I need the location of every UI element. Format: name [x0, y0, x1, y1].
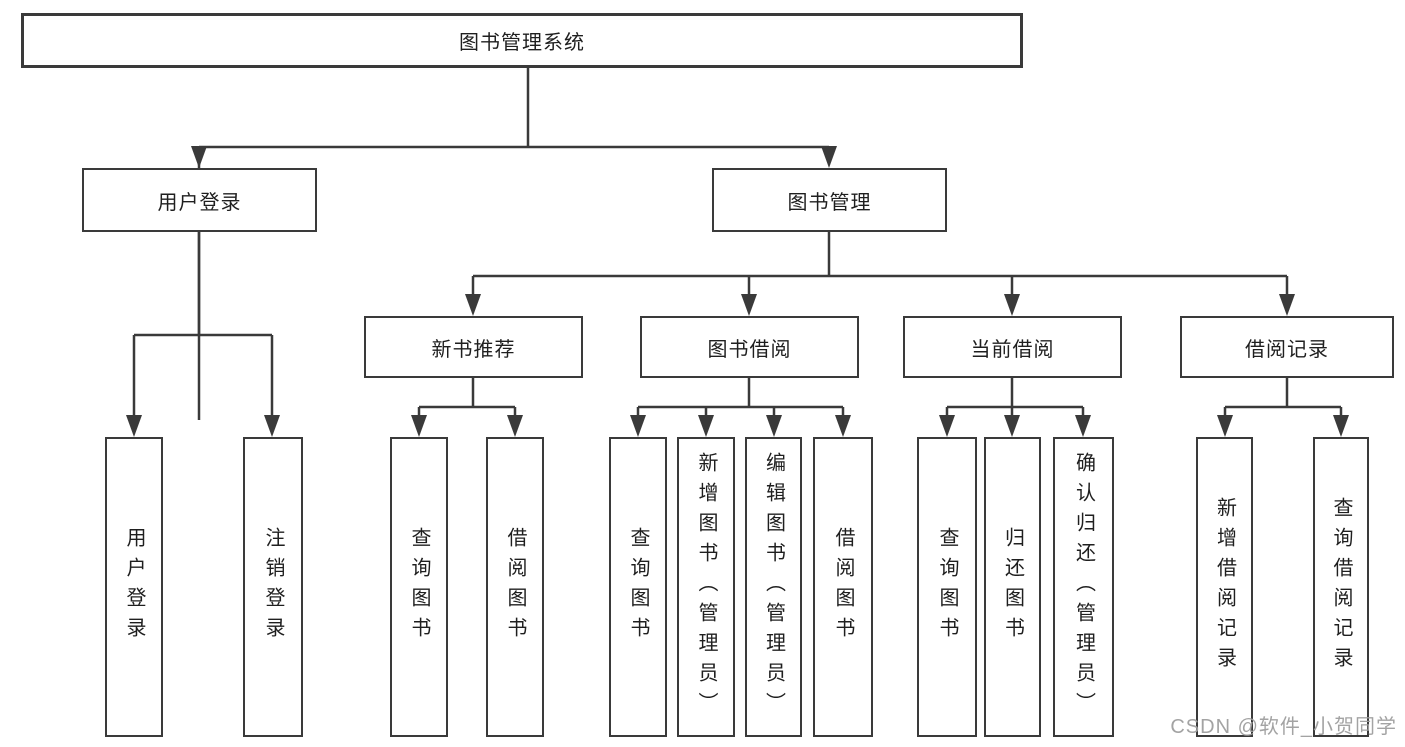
leaf-borrow-book: 借阅图书 — [813, 437, 873, 737]
connector-root-to-level2 — [197, 68, 831, 420]
connector-new-book-subtree — [417, 378, 517, 430]
leaf-add-borrow-record: 新增借阅记录 — [1196, 437, 1253, 737]
csdn-watermark: CSDN @软件_小贺同学 — [1170, 716, 1397, 738]
leaf-return-book: 归还图书 — [984, 437, 1041, 737]
connector-user-login-subtree — [132, 232, 274, 430]
node-user-login: 用户登录 — [82, 168, 317, 232]
leaf-confirm-return-admin: 确认归还（管理员） — [1053, 437, 1114, 737]
leaf-logout: 注销登录 — [243, 437, 303, 737]
leaf-add-book-admin: 新增图书（管理员） — [677, 437, 735, 737]
node-book-borrow: 图书借阅 — [640, 316, 859, 378]
node-borrow-records: 借阅记录 — [1180, 316, 1394, 378]
connector-borrow-record-subtree — [1223, 378, 1343, 430]
leaf-user-login: 用户登录 — [105, 437, 163, 737]
connector-book-borrow-subtree — [636, 378, 845, 430]
node-root-system: 图书管理系统 — [21, 13, 1023, 68]
leaf-borrow-book-recommend: 借阅图书 — [486, 437, 544, 737]
connector-book-mgmt-subtree — [471, 232, 1289, 310]
leaf-query-borrow-record: 查询借阅记录 — [1313, 437, 1369, 737]
leaf-query-book-borrow: 查询图书 — [609, 437, 667, 737]
leaf-edit-book-admin: 编辑图书（管理员） — [745, 437, 802, 737]
node-new-book-recommend: 新书推荐 — [364, 316, 583, 378]
node-current-borrow: 当前借阅 — [903, 316, 1122, 378]
node-book-management: 图书管理 — [712, 168, 947, 232]
leaf-query-book-current: 查询图书 — [917, 437, 977, 737]
leaf-query-book-recommend: 查询图书 — [390, 437, 448, 737]
